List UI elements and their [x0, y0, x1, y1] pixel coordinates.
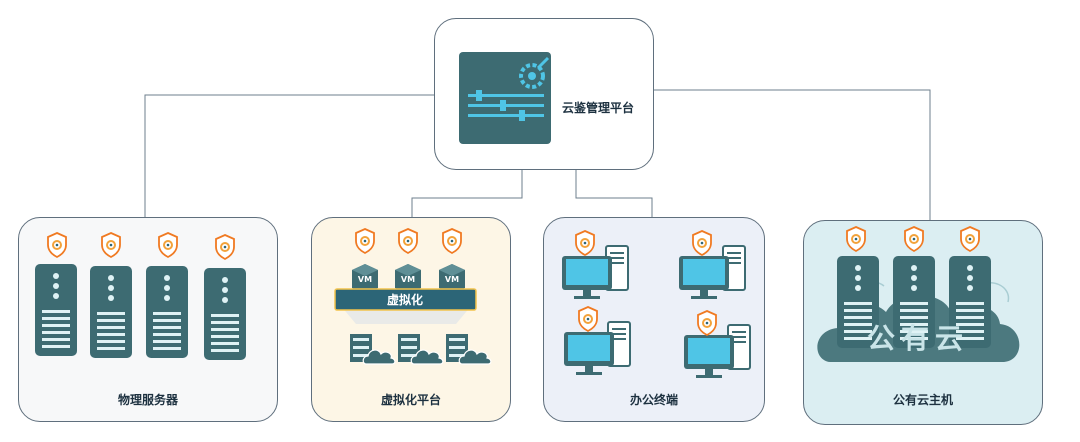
- physical-servers-label: 物理服务器: [117, 393, 178, 407]
- vm-label-1: VM: [358, 275, 372, 284]
- public-cloud-text: 公有云: [867, 322, 969, 355]
- virtualization-banner-text: 虚拟化: [387, 292, 423, 307]
- connector-lines: [144, 89, 931, 220]
- cloud-icon: [817, 226, 1020, 362]
- platform-label: 云鉴管理平台: [562, 101, 635, 115]
- public-cloud-label: 公有云主机: [892, 393, 953, 407]
- virtualization-label: 虚拟化平台: [380, 393, 441, 407]
- office-terminals-label: 办公终端: [629, 393, 678, 407]
- vm-label-3: VM: [445, 275, 459, 284]
- desktop-pc-icons: [561, 230, 751, 379]
- vm-cube-icons: [334, 228, 492, 365]
- gear-panel-icon: [459, 52, 551, 144]
- vm-label-2: VM: [401, 275, 415, 284]
- physical-server-icons: [35, 232, 246, 360]
